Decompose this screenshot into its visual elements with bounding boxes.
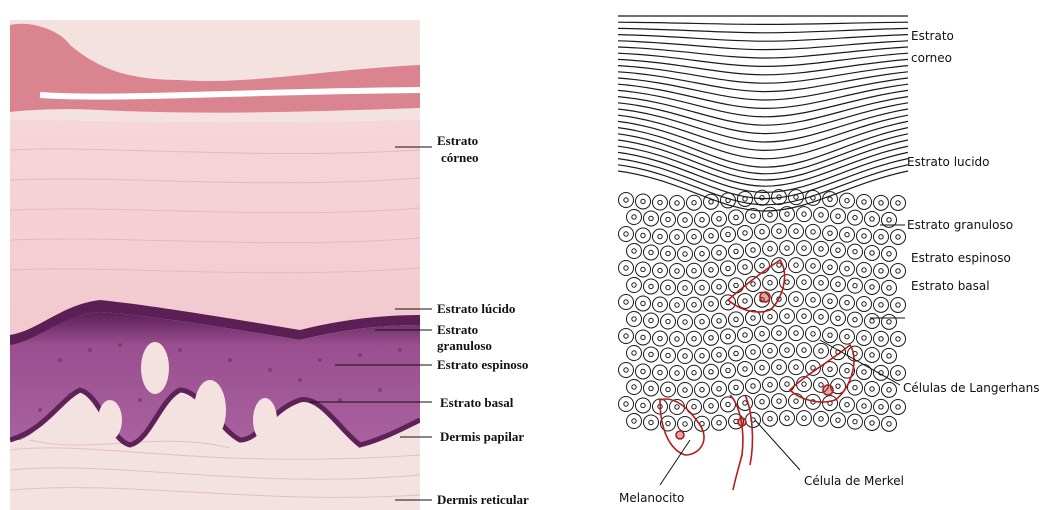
label-estrato-basal: Estrato basal <box>440 395 514 410</box>
label-merkel: Célula de Merkel <box>804 474 904 488</box>
label-estrato-corneo: Estrato <box>437 133 478 148</box>
papilla <box>141 342 169 394</box>
label-estrato-espinoso: Estrato espinoso <box>437 357 528 372</box>
papilla <box>253 398 277 442</box>
histology-micrograph <box>10 20 420 510</box>
schematic-drawing <box>618 10 908 490</box>
label-dermis-reticular: Dermis reticular <box>437 492 529 507</box>
papilla <box>98 400 122 440</box>
label-estrato-basal: Estrato basal <box>911 279 990 293</box>
label-estrato-granuloso-line2: granuloso <box>437 338 492 353</box>
label-estrato-corneo-line2: córneo <box>441 150 479 165</box>
label-langerhans: Células de Langerhans <box>903 381 1039 395</box>
label-estrato-corneo-line2: corneo <box>911 51 952 65</box>
papilla <box>194 380 226 440</box>
label-melanocito: Melanocito <box>619 491 684 505</box>
label-estrato-lucido: Estrato lúcido <box>437 301 515 316</box>
label-estrato-granuloso: Estrato granuloso <box>907 218 1013 232</box>
label-dermis-papilar: Dermis papilar <box>440 429 524 444</box>
label-estrato-espinoso: Estrato espinoso <box>911 251 1011 265</box>
label-estrato-corneo: Estrato <box>911 29 954 43</box>
label-estrato-lucido: Estrato lucido <box>907 155 990 169</box>
label-estrato-granuloso: Estrato <box>437 322 478 337</box>
micrograph-labels: Estrato córneo Estrato lúcido Estrato gr… <box>437 133 529 507</box>
